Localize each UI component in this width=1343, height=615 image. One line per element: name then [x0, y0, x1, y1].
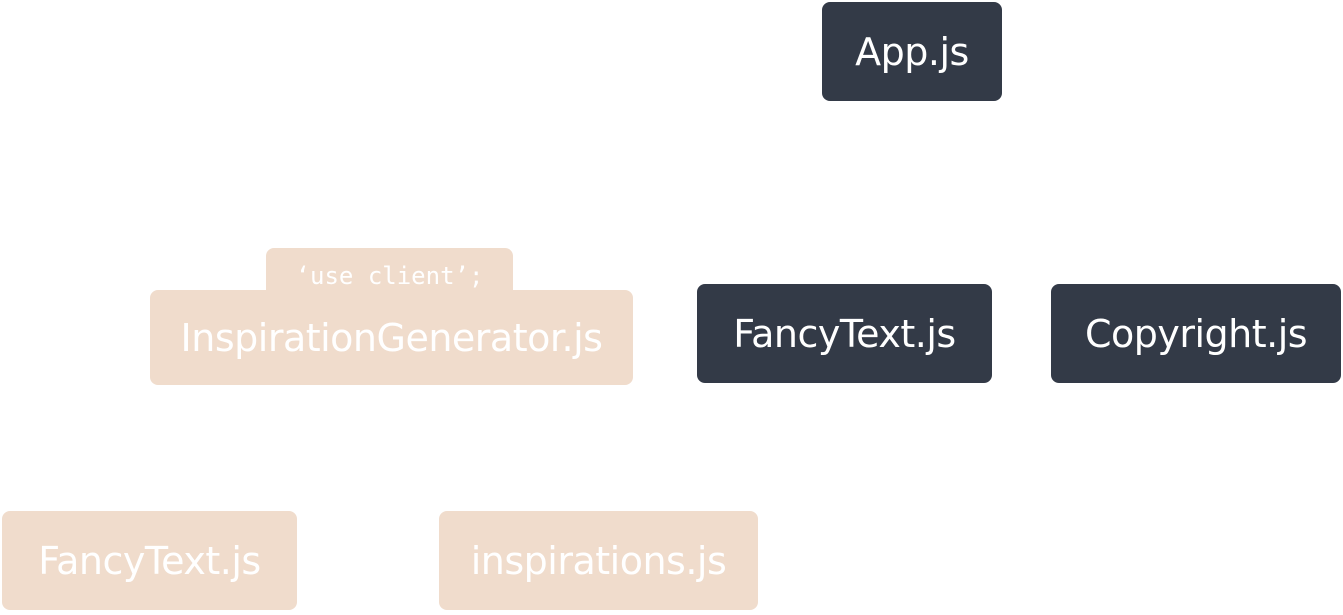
node-app-js: App.js	[822, 2, 1002, 101]
node-app-js-label: App.js	[855, 29, 969, 74]
node-fancy-text-js-server-label: FancyText.js	[733, 311, 956, 356]
node-inspiration-generator-js-label: InspirationGenerator.js	[180, 315, 603, 360]
node-fancy-text-js-server: FancyText.js	[697, 284, 992, 383]
use-client-directive-text: ‘use client’;	[295, 262, 484, 290]
node-inspirations-js: inspirations.js	[439, 511, 758, 610]
node-inspirations-js-label: inspirations.js	[470, 538, 727, 583]
node-inspiration-generator-js: InspirationGenerator.js	[150, 290, 633, 385]
node-fancy-text-js-client: FancyText.js	[2, 511, 297, 610]
use-client-directive-tab: ‘use client’;	[266, 248, 513, 298]
node-fancy-text-js-client-label: FancyText.js	[38, 538, 261, 583]
node-copyright-js-label: Copyright.js	[1084, 311, 1308, 356]
node-copyright-js: Copyright.js	[1051, 284, 1341, 383]
